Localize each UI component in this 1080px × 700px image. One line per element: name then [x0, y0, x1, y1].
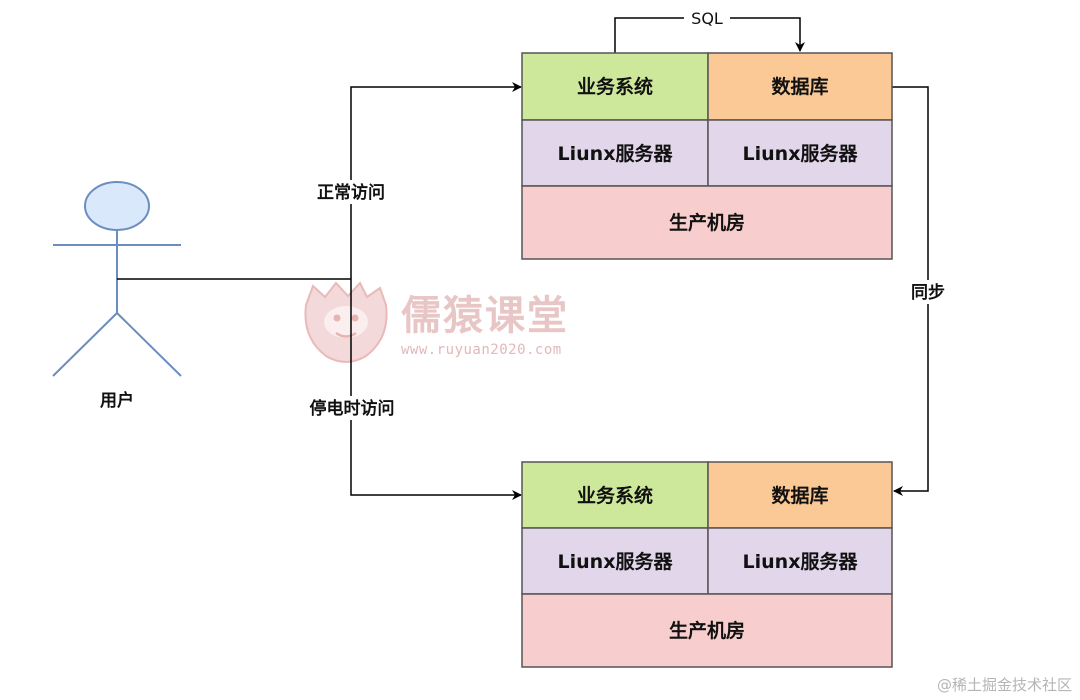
database-block: [707, 461, 893, 529]
watermark-url: www.ruyuan2020.com: [401, 342, 562, 358]
sql-label: SQL: [691, 9, 723, 28]
server-right-label: Liunx服务器: [743, 550, 859, 573]
stick-figure-user-icon: [52, 181, 182, 377]
outage-access-edge: [350, 279, 522, 500]
business-system-block: [521, 461, 709, 529]
server-left-label: Liunx服务器: [558, 142, 674, 165]
normal-access-edge: [350, 82, 522, 279]
sync-label: 同步: [911, 282, 945, 303]
server-right-label: Liunx服务器: [743, 142, 859, 165]
watermark-brand: 儒猿课堂: [401, 293, 569, 339]
database-block: [707, 52, 893, 121]
business-system-block: [521, 52, 709, 121]
watermark: 儒猿课堂 www.ruyuan2020.com: [304, 281, 569, 363]
machine-room-label: 生产机房: [669, 619, 745, 642]
database-label: 数据库: [771, 75, 828, 98]
business-system-label: 业务系统: [577, 75, 653, 98]
server-block-right: [707, 119, 893, 187]
server-block-right: [707, 527, 893, 595]
machine-room-block: [521, 185, 893, 260]
ape-logo-icon: [304, 281, 388, 363]
business-system-label: 业务系统: [577, 484, 653, 507]
server-left-label: Liunx服务器: [558, 550, 674, 573]
server-block-left: [521, 527, 709, 595]
footer-credit: @稀土掘金技术社区: [937, 676, 1072, 694]
user-label: 用户: [100, 390, 134, 411]
machine-room-label: 生产机房: [669, 211, 745, 234]
database-label: 数据库: [771, 484, 828, 507]
outage-access-label: 停电时访问: [310, 398, 395, 419]
primary-datacenter: 业务系统 数据库 Liunx服务器 Liunx服务器 生产机房: [521, 52, 893, 260]
machine-room-block: [521, 593, 893, 668]
normal-access-label: 正常访问: [317, 182, 385, 203]
backup-datacenter: 业务系统 数据库 Liunx服务器 Liunx服务器 生产机房: [521, 461, 893, 668]
